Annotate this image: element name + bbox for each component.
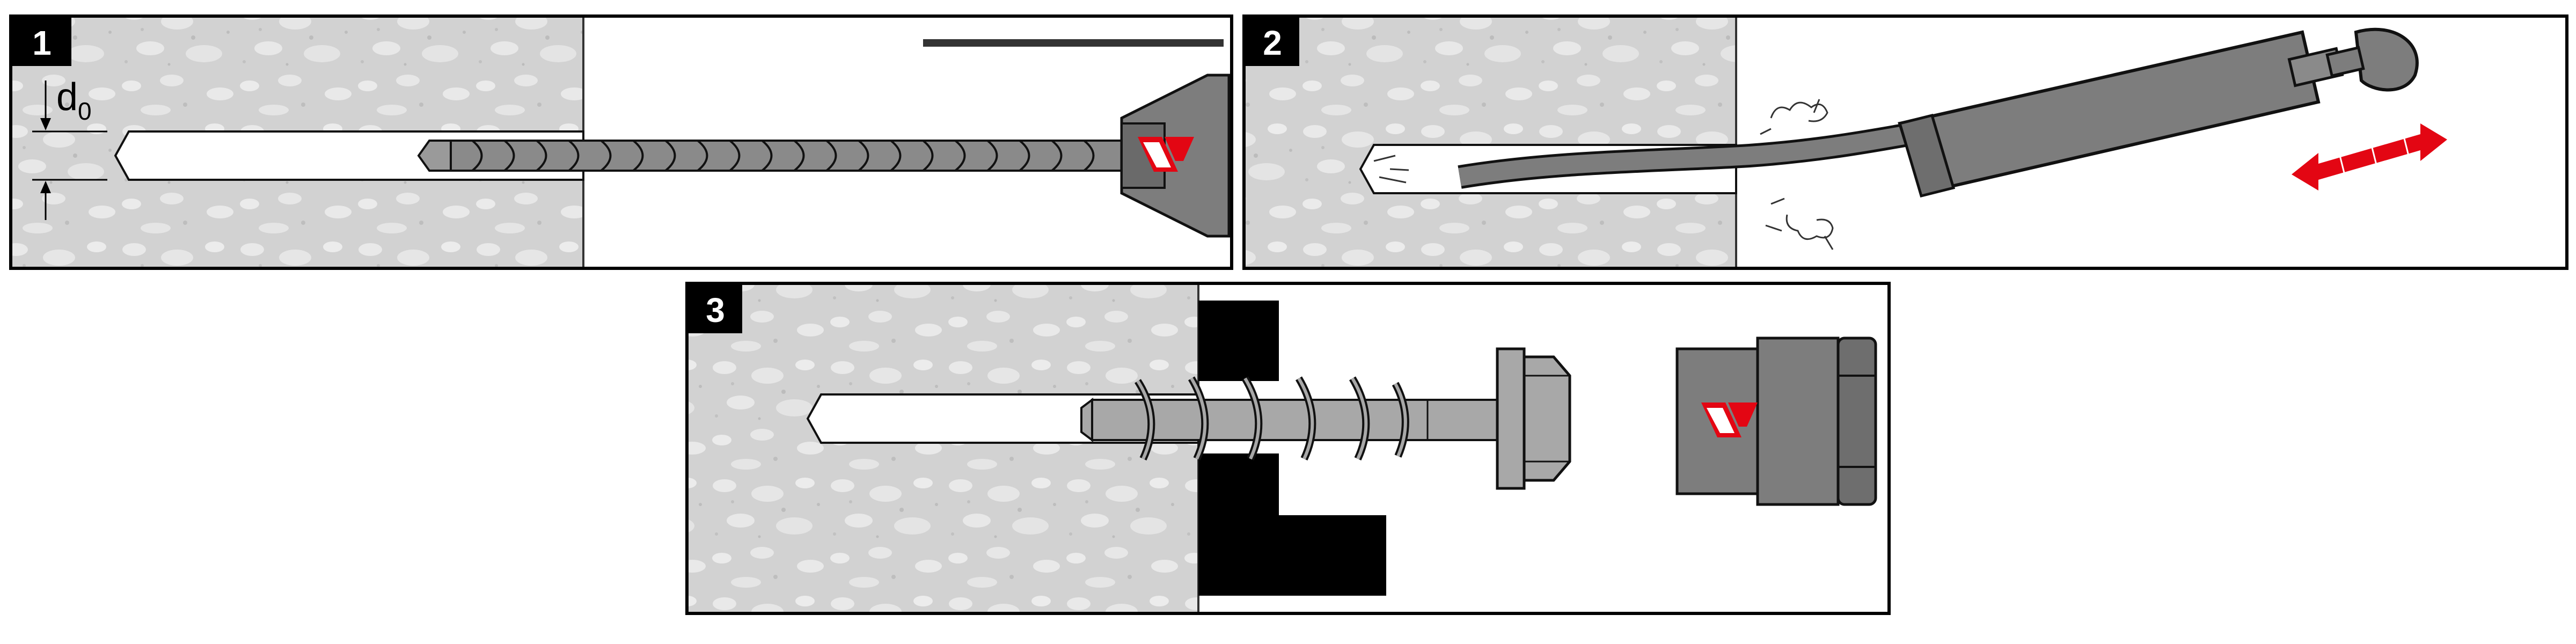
- hole-diameter-dimension: d0: [32, 76, 107, 220]
- step-1-panel: d0 1: [9, 14, 1233, 270]
- step-number: 3: [706, 291, 725, 330]
- concrete-block: [689, 285, 1198, 612]
- step-number: 1: [32, 24, 52, 62]
- step-3-panel: 3: [685, 282, 1891, 615]
- step-number-badge: [12, 18, 71, 66]
- blow-pump-icon: [1458, 27, 2419, 198]
- fixture-plate: [1198, 301, 1386, 596]
- socket-wrench-icon: [1675, 336, 1877, 506]
- double-arrow-icon: [2292, 123, 2447, 191]
- concrete-block: [1246, 18, 1736, 267]
- screw-anchor-icon: [1080, 347, 1571, 490]
- step-number-badge: [689, 285, 742, 333]
- drill-bit-icon: [417, 140, 1133, 172]
- dimension-main: d: [56, 76, 78, 119]
- drill-chuck-icon: [923, 39, 1231, 238]
- step-number-badge: [1246, 18, 1299, 66]
- dimension-subscript: 0: [78, 97, 92, 125]
- svg-text:d0: d0: [56, 76, 92, 125]
- step-2-panel: 2: [1242, 14, 2568, 270]
- step-number: 2: [1263, 24, 1282, 62]
